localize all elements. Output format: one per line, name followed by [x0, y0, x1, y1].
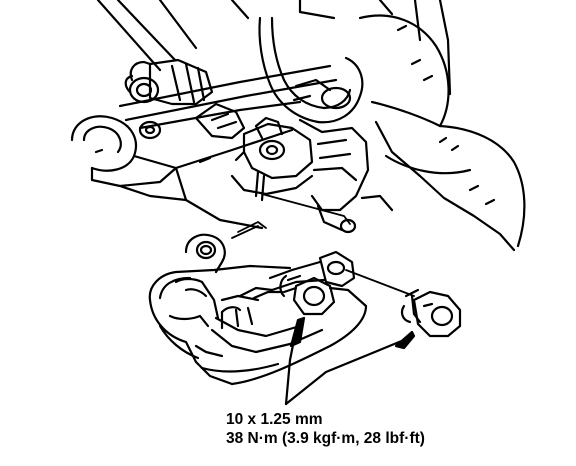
explode-lines [231, 193, 415, 297]
bracket-cover [148, 233, 368, 386]
bolt-on-cover [279, 274, 336, 316]
bolt-size-label: 10 x 1.25 mm [226, 411, 323, 428]
pointer-arrows[interactable] [284, 316, 416, 406]
torque-callout: 10 x 1.25 mm 38 N·m (3.9 kgf·m, 28 lbf·f… [226, 410, 425, 448]
engine-assembly [70, 0, 526, 252]
bolt-separate [400, 288, 462, 338]
torque-spec-label: 38 N·m (3.9 kgf·m, 28 lbf·ft) [226, 430, 425, 447]
